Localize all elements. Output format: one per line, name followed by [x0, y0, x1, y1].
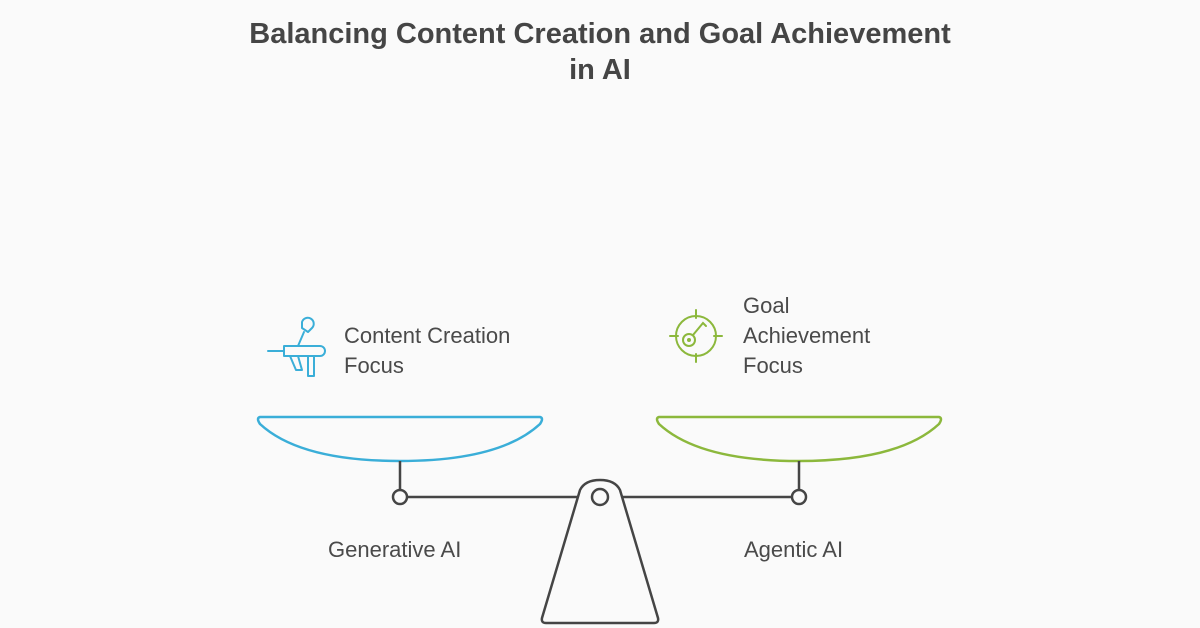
right-focus-line-1: Goal: [743, 293, 790, 318]
target-key-icon: [669, 309, 723, 363]
left-focus-label: Content Creation Focus: [344, 321, 510, 381]
left-focus-line-2: Focus: [344, 353, 404, 378]
right-focus-label: Goal Achievement Focus: [743, 291, 870, 381]
title-line-1: Balancing Content Creation and Goal Achi…: [249, 18, 951, 50]
fulcrum: [540, 478, 660, 625]
right-joint: [790, 488, 808, 506]
diagram-title: Balancing Content Creation and Goal Achi…: [0, 16, 1200, 88]
left-pan: [256, 415, 544, 463]
left-focus-line-1: Content Creation: [344, 323, 511, 348]
agentic-ai-label: Agentic AI: [744, 537, 844, 562]
right-pan: [655, 415, 943, 463]
pivot: [590, 487, 610, 507]
right-focus-line-2: Achievement: [743, 323, 871, 348]
generative-ai-label: Generative AI: [328, 537, 462, 562]
airbrush-icon: [267, 316, 326, 377]
right-focus-line-3: Focus: [743, 353, 803, 378]
left-joint: [391, 488, 409, 506]
title-line-2: in AI: [569, 54, 631, 86]
